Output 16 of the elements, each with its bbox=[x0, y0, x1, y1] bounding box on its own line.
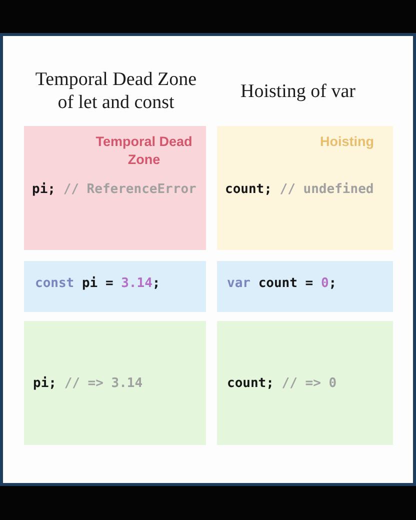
code-line: var count = 0; bbox=[227, 276, 337, 292]
code-panel bbox=[217, 321, 393, 445]
code-panel bbox=[217, 261, 393, 312]
code-line: pi; // ReferenceError bbox=[32, 182, 196, 198]
code-panel bbox=[24, 261, 206, 312]
code-panel bbox=[217, 126, 393, 250]
column-heading: Temporal Dead Zone of let and const bbox=[34, 68, 198, 114]
panel-heading: Hoisting bbox=[320, 133, 374, 151]
code-line: const pi = 3.14; bbox=[35, 276, 160, 292]
code-line: pi; // => 3.14 bbox=[33, 376, 143, 392]
code-panel bbox=[24, 126, 206, 250]
column-heading: Hoisting of var bbox=[239, 80, 357, 103]
code-panel bbox=[24, 321, 206, 445]
code-line: count; // undefined bbox=[225, 182, 374, 198]
panel-heading: Temporal Dead Zone bbox=[94, 133, 194, 169]
code-line: count; // => 0 bbox=[227, 376, 337, 392]
